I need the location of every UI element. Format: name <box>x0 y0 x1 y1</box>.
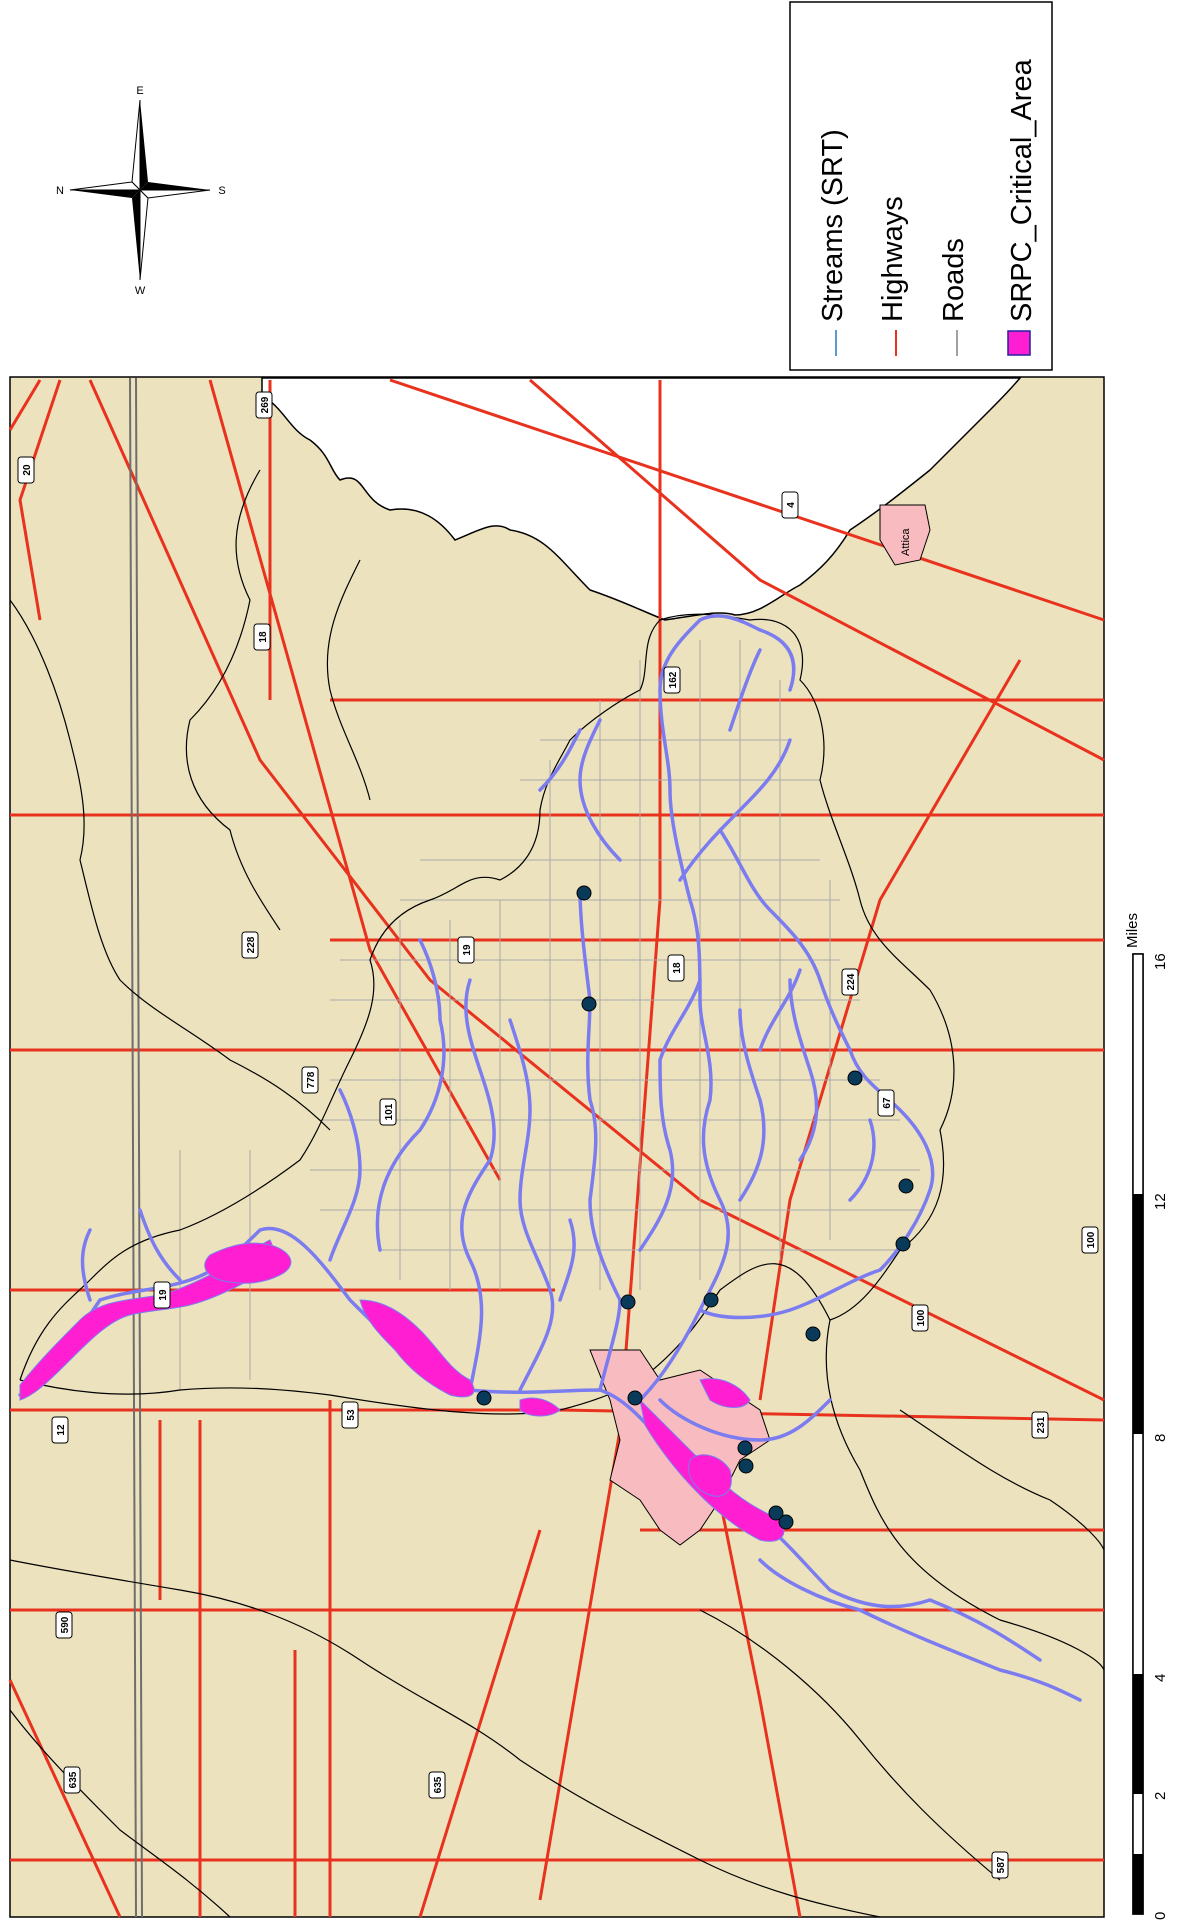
legend-label-critical: SRPC_Critical_Area <box>1006 59 1038 322</box>
scale-tick-8: 8 <box>1152 1433 1169 1442</box>
route-shield-label: 228 <box>246 936 257 953</box>
scale-tick-16: 16 <box>1152 953 1169 970</box>
interstate-layer <box>129 377 143 1918</box>
route-shield-label: 231 <box>1036 1416 1047 1433</box>
route-shield-101: 101 <box>379 1098 397 1126</box>
route-shield-label: 162 <box>668 671 679 688</box>
compass-n: N <box>56 185 64 197</box>
legend-label-highways: Highways <box>877 196 909 322</box>
gauge-marker[interactable] <box>627 1390 643 1406</box>
route-shield-label: 590 <box>60 1616 71 1633</box>
route-shield-19: 19 <box>153 1281 171 1309</box>
route-shield-label: 587 <box>996 1856 1007 1873</box>
route-shield-label: 778 <box>306 1071 317 1088</box>
gauge-marker[interactable] <box>895 1236 911 1252</box>
gauge-marker[interactable] <box>476 1390 492 1406</box>
north-arrow: N E S W <box>56 85 226 297</box>
legend-label-streams: Streams (SRT) <box>817 129 849 322</box>
route-shield-label: 19 <box>462 944 473 956</box>
gauge-marker[interactable] <box>805 1326 821 1342</box>
route-shields: 20 269 4 18 162 228 19 18 224 778 101 67 19 100 100 53 2… <box>17 391 1099 1879</box>
route-shield-53: 53 <box>341 1401 359 1429</box>
route-shield-label: 18 <box>672 962 683 974</box>
route-shield-590: 590 <box>55 1611 73 1639</box>
route-shield-635: 635 <box>428 1771 446 1799</box>
route-shield-67: 67 <box>877 1089 895 1117</box>
scale-bar <box>1132 953 1144 1915</box>
route-shield-269: 269 <box>255 391 273 419</box>
route-shield-label: 224 <box>846 973 857 990</box>
route-shield-label: 4 <box>786 502 797 508</box>
legend-symbol-critical <box>1007 330 1031 356</box>
route-shield-19: 19 <box>457 936 475 964</box>
route-shield-label: 100 <box>916 1309 927 1326</box>
compass-e: E <box>136 85 143 97</box>
scale-tick-0: 0 <box>1152 1911 1169 1920</box>
gauge-marker[interactable] <box>737 1440 753 1456</box>
route-shield-4: 4 <box>781 491 799 519</box>
route-shield-20: 20 <box>17 456 35 484</box>
town-label-attica: Attica <box>900 528 912 556</box>
route-shield-label: 635 <box>433 1776 444 1793</box>
scale-unit: Miles <box>1124 912 1141 948</box>
gauge-marker[interactable] <box>703 1292 719 1308</box>
legend-label-roads: Roads <box>938 238 970 322</box>
route-shield-label: 18 <box>258 631 269 643</box>
route-shield-778: 778 <box>301 1066 319 1094</box>
gauge-marker[interactable] <box>768 1505 784 1521</box>
gauge-marker[interactable] <box>738 1458 754 1474</box>
route-shield-label: 635 <box>68 1771 79 1788</box>
gauge-markers-layer <box>476 885 914 1530</box>
route-shield-label: 269 <box>260 396 271 413</box>
route-shield-635: 635 <box>63 1766 81 1794</box>
map-land-background <box>9 376 1105 1918</box>
route-shield-label: 53 <box>346 1409 357 1421</box>
gauge-marker[interactable] <box>576 885 592 901</box>
route-shield-224: 224 <box>841 968 859 996</box>
legend-box <box>789 1 1053 371</box>
route-shield-228: 228 <box>241 931 259 959</box>
route-shield-587: 587 <box>991 1851 1009 1879</box>
gauge-marker[interactable] <box>620 1294 636 1310</box>
route-shield-label: 12 <box>56 1424 67 1436</box>
route-shield-label: 20 <box>22 464 33 476</box>
gauge-marker[interactable] <box>847 1070 863 1086</box>
scale-tick-2: 2 <box>1152 1791 1169 1800</box>
compass-s: S <box>218 185 225 197</box>
route-shield-18: 18 <box>667 954 685 982</box>
route-shield-100: 100 <box>1081 1226 1099 1254</box>
route-shield-label: 19 <box>158 1289 169 1301</box>
route-shield-231: 231 <box>1031 1411 1049 1439</box>
route-shield-label: 67 <box>882 1097 893 1109</box>
route-shield-100: 100 <box>911 1304 929 1332</box>
route-shield-label: 101 <box>384 1103 395 1120</box>
route-shield-label: 100 <box>1086 1231 1097 1248</box>
compass-w: W <box>135 285 146 297</box>
gauge-marker[interactable] <box>898 1178 914 1194</box>
route-shield-162: 162 <box>663 666 681 694</box>
route-shield-12: 12 <box>51 1416 69 1444</box>
gauge-marker[interactable] <box>778 1514 794 1530</box>
gauge-marker[interactable] <box>581 996 597 1012</box>
scale-tick-12: 12 <box>1152 1193 1169 1210</box>
scale-tick-4: 4 <box>1152 1673 1169 1682</box>
streams-layer <box>18 614 1082 1702</box>
route-shield-18: 18 <box>253 623 271 651</box>
outside-area <box>261 377 1022 621</box>
critical-areas-layer <box>19 1239 785 1542</box>
